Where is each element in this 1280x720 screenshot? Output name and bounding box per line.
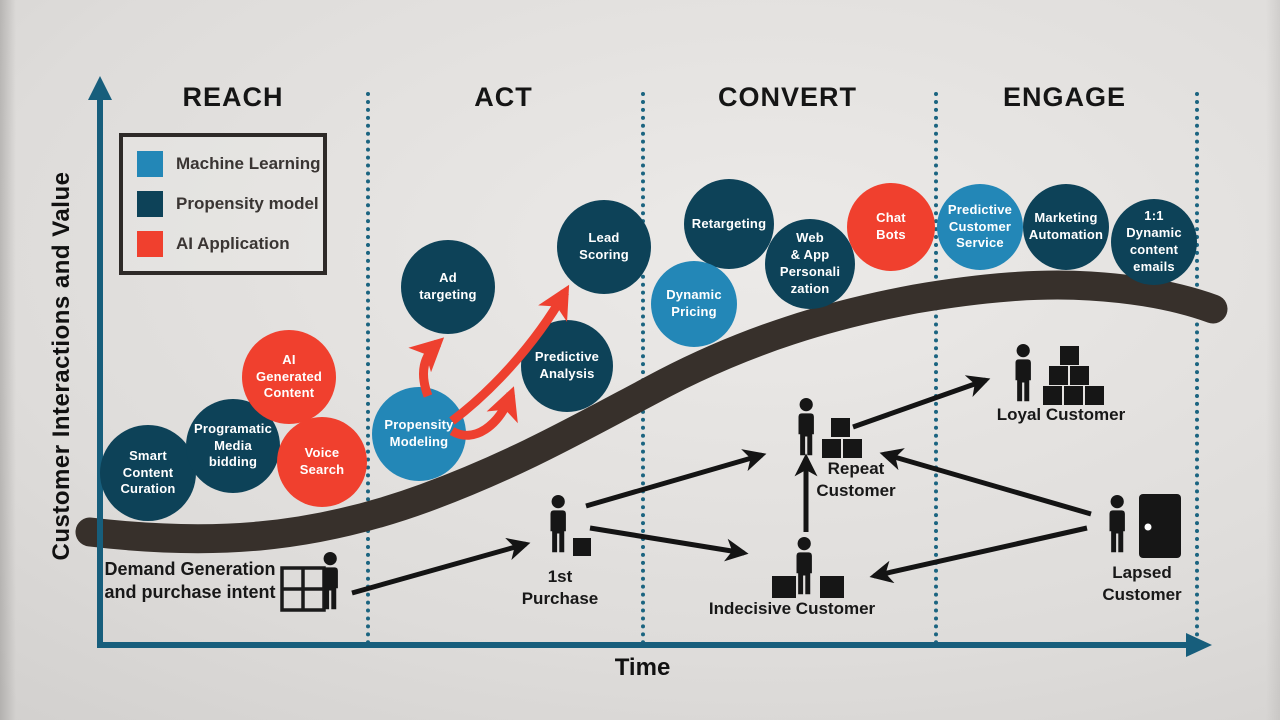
ai-application-swatch: [137, 231, 163, 257]
bubble-ai-generated-content: AI Generated Content: [242, 330, 336, 424]
stage-header-convert: CONVERT: [717, 82, 857, 112]
demand-generation-label: Demand Generation and purchase intent: [104, 559, 276, 602]
legend-row-ai-application: AI Application: [137, 231, 305, 257]
stage-header-reach: REACH: [182, 82, 284, 112]
bubble-web-app-personalization: Web & App Personali zation: [765, 219, 855, 309]
legend: Machine Learning Propensity model AI App…: [119, 133, 327, 275]
legend-label: AI Application: [176, 234, 290, 253]
bubble-propensity-modeling: Propensity Modeling: [372, 387, 466, 481]
indecisive-customer-label: Indecisive Customer: [708, 599, 876, 618]
legend-label: Propensity model: [176, 194, 319, 213]
legend-label: Machine Learning: [176, 154, 321, 173]
bubble-predictive-customer-service: Predictive Customer Service: [937, 184, 1023, 270]
legend-row-machine-learning: Machine Learning: [137, 151, 321, 177]
bubble-dynamic-pricing: Dynamic Pricing: [651, 261, 737, 347]
x-axis-label: Time: [614, 654, 671, 681]
loyal-customer-label: Loyal Customer: [996, 405, 1126, 424]
propensity-model-swatch: [137, 191, 163, 217]
legend-row-propensity-model: Propensity model: [137, 191, 319, 217]
first-purchase-label: 1st Purchase: [521, 567, 599, 608]
stage-header-act: ACT: [474, 82, 533, 112]
machine-learning-swatch: [137, 151, 163, 177]
repeat-customer-label: Repeat Customer: [816, 459, 896, 500]
bubble-chat-bots: Chat Bots: [847, 183, 935, 271]
bubble-voice-search: Voice Search: [277, 417, 367, 507]
bubble-smart-content-curation: Smart Content Curation: [100, 425, 196, 521]
lapsed-customer-label: Lapsed Customer: [1102, 563, 1182, 604]
bubble-lead-scoring: Lead Scoring: [557, 200, 651, 294]
bubble-predictive-analysis: Predictive Analysis: [521, 320, 613, 412]
bubble-one-to-one-dynamic-content-emails: 1:1 Dynamic content emails: [1111, 199, 1197, 285]
bubble-retargeting: Retargeting: [684, 179, 774, 269]
stage-header-engage: ENGAGE: [1002, 82, 1127, 112]
bubble-marketing-automation: Marketing Automation: [1023, 184, 1109, 270]
bubble-ad-targeting: Ad targeting: [401, 240, 495, 334]
